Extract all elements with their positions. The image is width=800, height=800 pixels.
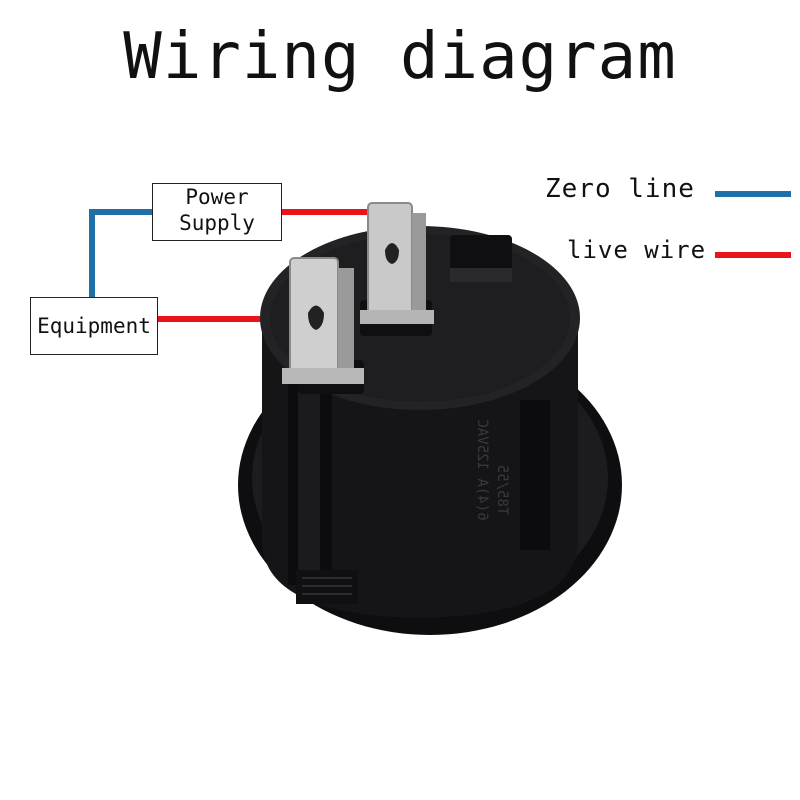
power-supply-box: Power Supply (152, 183, 282, 241)
right-clip (520, 400, 550, 550)
marking-line-1: 6(4)A 125VAC (474, 419, 490, 520)
power-supply-label-line1: Power (185, 185, 249, 209)
legend-zero-line-label: Zero line (545, 174, 695, 204)
legend-zero-line-swatch (715, 191, 791, 197)
terminal-front (282, 257, 364, 384)
switch-markings: 6(4)A 125VAC T85/55 (474, 419, 510, 520)
power-supply-label-line2: Supply (179, 211, 255, 235)
terminal-back (360, 202, 434, 324)
rocker-switch: 6(4)A 125VAC T85/55 (238, 202, 622, 635)
equipment-box: Equipment (30, 297, 158, 355)
page-title: Wiring diagram (123, 20, 677, 94)
marking-line-2: T85/55 (494, 465, 510, 516)
legend-live-wire-label: live wire (567, 236, 707, 264)
zero-line-wire (89, 209, 152, 297)
switch-housing (262, 330, 578, 618)
legend-live-wire-swatch (715, 252, 791, 258)
